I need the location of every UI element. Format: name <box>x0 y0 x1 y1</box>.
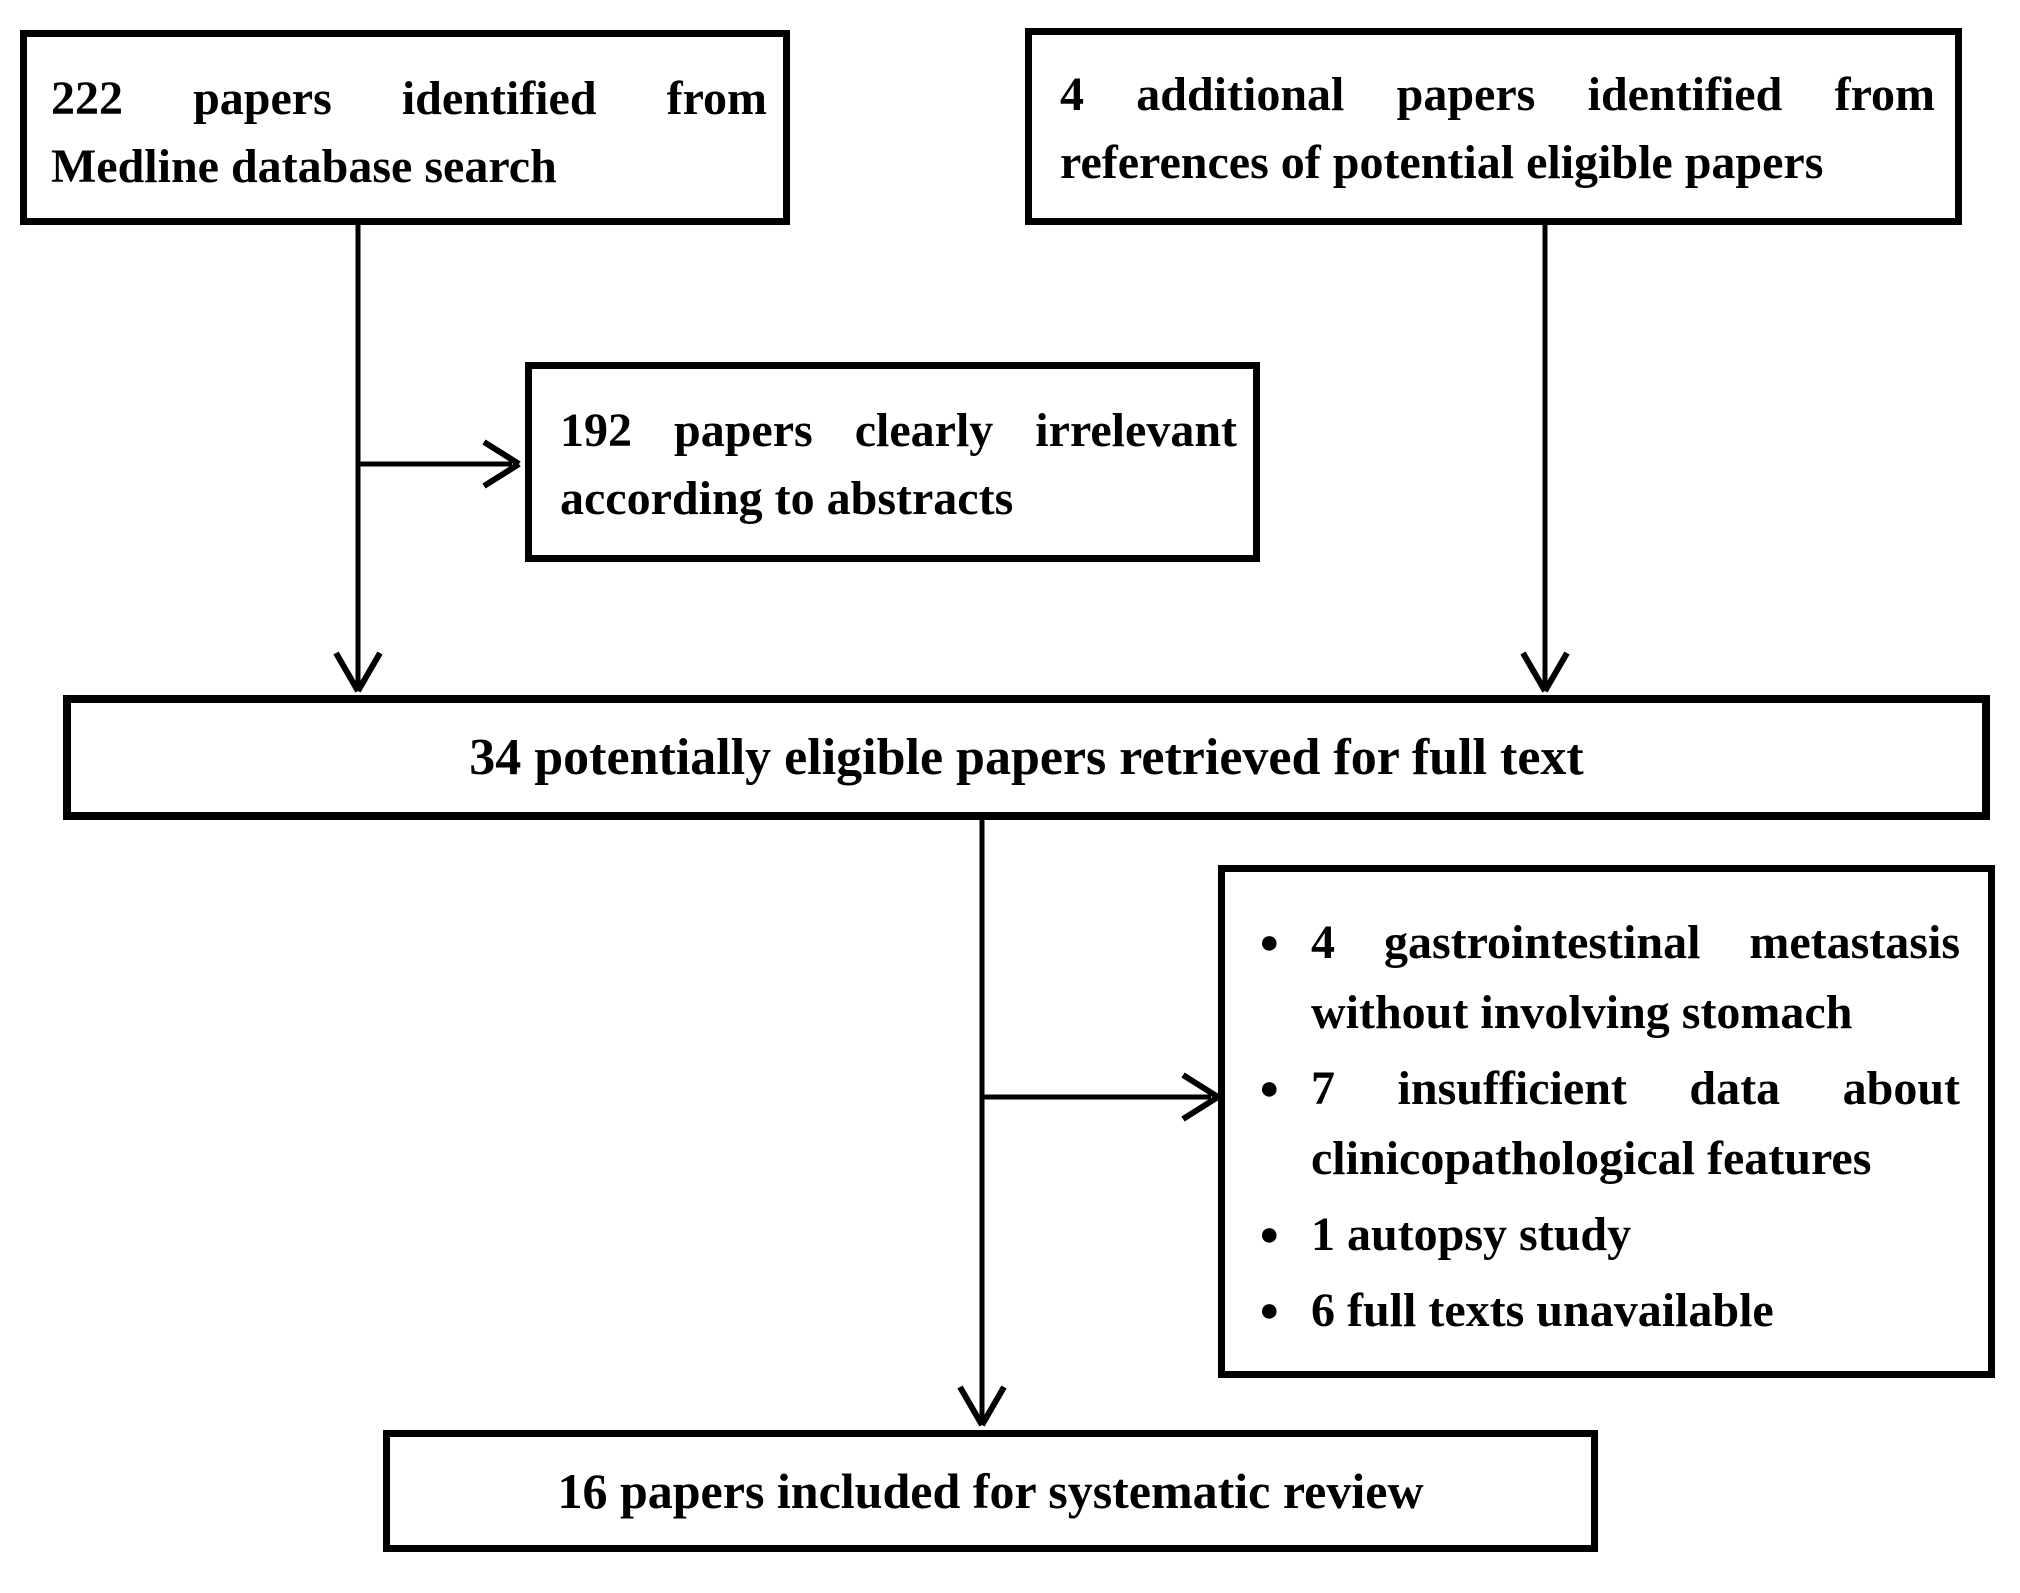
excluded-reasons-list: ● 4 gastrointestinal metastasis without … <box>1259 908 1960 1346</box>
bullet-icon: ● <box>1259 1216 1280 1253</box>
arrow-branch-to-excluded <box>982 1072 1220 1122</box>
list-item: ● 1 autopsy study <box>1259 1200 1960 1270</box>
list-item-text: 1 autopsy study <box>1311 1208 1632 1261</box>
arrow-additional-to-eligible <box>1520 225 1570 693</box>
bullet-icon: ● <box>1259 924 1280 961</box>
list-item: ● 7 insufficient data about clinicopatho… <box>1259 1054 1960 1194</box>
box-medline-search-text: 222 papers identified from Medline datab… <box>51 72 767 193</box>
list-item: ● 4 gastrointestinal metastasis without … <box>1259 908 1960 1048</box>
box-additional-papers-text: 4 additional papers identified from refe… <box>1060 68 1935 189</box>
box-additional-papers: 4 additional papers identified from refe… <box>1025 28 1962 225</box>
box-irrelevant-papers: 192 papers clearly irrelevant according … <box>525 362 1260 562</box>
box-medline-search: 222 papers identified from Medline datab… <box>20 30 790 225</box>
arrow-eligible-to-included <box>957 820 1007 1427</box>
box-irrelevant-papers-text: 192 papers clearly irrelevant according … <box>560 404 1237 525</box>
box-eligible-papers: 34 potentially eligible papers retrieved… <box>63 695 1990 820</box>
list-item-text: 6 full texts unavailable <box>1311 1284 1774 1337</box>
arrow-medline-to-eligible <box>333 225 383 693</box>
box-excluded-reasons: ● 4 gastrointestinal metastasis without … <box>1218 865 1995 1378</box>
arrow-branch-to-irrelevant <box>358 439 521 489</box>
list-item-text: 7 insufficient data about clinicopatholo… <box>1311 1062 1960 1185</box>
list-item: ● 6 full texts unavailable <box>1259 1276 1960 1346</box>
bullet-icon: ● <box>1259 1292 1280 1329</box>
bullet-icon: ● <box>1259 1070 1280 1107</box>
box-included-papers-text: 16 papers included for systematic review <box>557 1463 1424 1519</box>
box-included-papers: 16 papers included for systematic review <box>383 1430 1598 1552</box>
list-item-text: 4 gastrointestinal metastasis without in… <box>1311 916 1960 1039</box>
box-eligible-papers-text: 34 potentially eligible papers retrieved… <box>469 728 1584 786</box>
